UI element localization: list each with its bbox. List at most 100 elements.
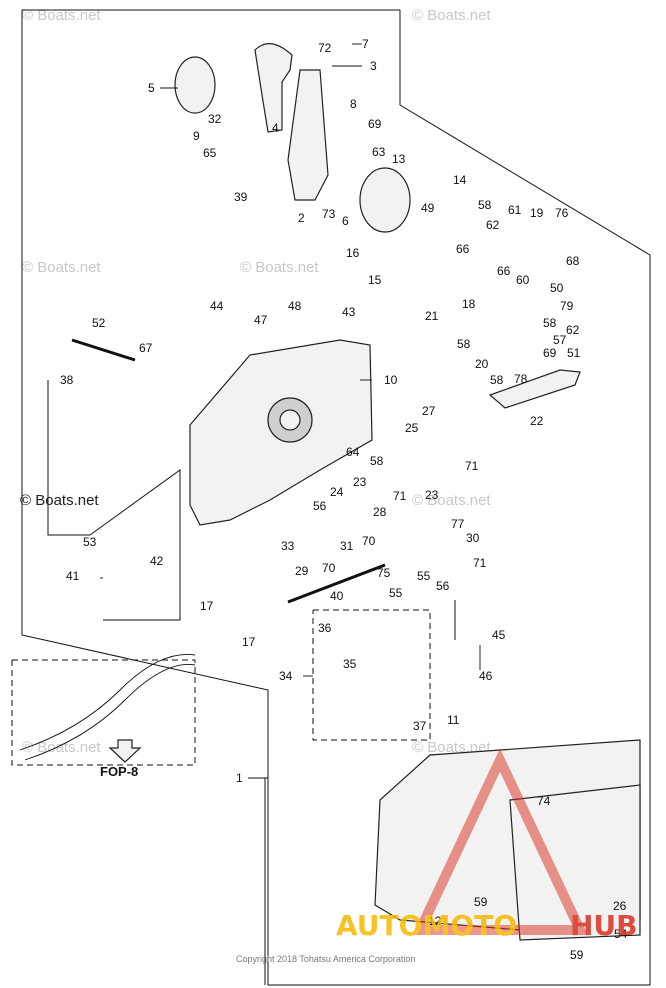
callout-17a: 17 (200, 599, 214, 613)
callout-53: 53 (83, 535, 97, 549)
callout-23a: 23 (353, 475, 367, 489)
callout-74: 74 (537, 794, 551, 808)
callout-56a: 56 (313, 499, 327, 513)
callout-54: 54 (614, 927, 628, 941)
callout-71b: 71 (393, 489, 407, 503)
reference-label: FOP-8 (100, 764, 138, 779)
callout-70b: 70 (362, 534, 376, 548)
watermark-dark-left: © Boats.net (20, 492, 99, 509)
callout-55a: 55 (417, 569, 431, 583)
callout-68: 68 (566, 254, 580, 268)
callout-40: 40 (330, 589, 344, 603)
callout-16: 16 (346, 246, 360, 260)
watermark-top-right: © Boats.net (412, 7, 491, 24)
callout-2: 2 (298, 211, 305, 225)
callout-11: 11 (447, 713, 460, 727)
callout-39: 39 (234, 190, 248, 204)
callout-36: 36 (318, 621, 332, 635)
callout-34: 34 (279, 669, 293, 683)
callout-51: 51 (567, 346, 581, 360)
callout-28: 28 (373, 505, 387, 519)
callout-3: 3 (370, 59, 377, 73)
control-box-hub-center (279, 409, 301, 431)
watermark-top-left: © Boats.net (22, 7, 101, 24)
fop-arrow (108, 739, 142, 763)
brand-text-1: AUTOMOTO (336, 909, 517, 942)
callout-67: 67 (139, 341, 153, 355)
callout-43: 43 (342, 305, 356, 319)
callout-58e: 58 (370, 454, 384, 468)
remote-cable-frame (11, 659, 196, 766)
callout-71a: 71 (465, 459, 479, 473)
callout-9: 9 (193, 129, 200, 143)
callout-64: 64 (346, 445, 360, 459)
callout-38: 38 (60, 373, 74, 387)
cover-plate (509, 784, 641, 941)
remote-cable (19, 654, 196, 751)
callout-26: 26 (613, 899, 627, 913)
callout-14: 14 (453, 173, 467, 187)
watermark-lower-left: © Boats.net (22, 739, 101, 756)
gear-plate (359, 167, 411, 233)
callout-45: 45 (492, 628, 506, 642)
callout-58d: 58 (490, 373, 504, 387)
callout-10: 10 (384, 373, 398, 387)
callout-20: 20 (475, 357, 489, 371)
callout-49: 49 (421, 201, 435, 215)
callout-46: 46 (479, 669, 493, 683)
callout-24: 24 (330, 485, 344, 499)
long-shaft (287, 563, 386, 604)
brand-logo: AUTOMOTO HUB (336, 748, 638, 942)
callout-76: 76 (555, 206, 569, 220)
switch-box-frame (47, 380, 181, 621)
brand-triangle-icon (412, 748, 588, 935)
callout-59a: 59 (474, 895, 488, 909)
leader-lines (100, 43, 481, 779)
callout-29: 29 (295, 564, 309, 578)
callout-63: 63 (372, 145, 386, 159)
callout-78: 78 (514, 372, 528, 386)
callout-61: 61 (508, 203, 522, 217)
callout-70a: 70 (322, 561, 336, 575)
callout-1: 1 (236, 771, 243, 785)
callout-33: 33 (281, 539, 295, 553)
watermark-mid-left: © Boats.net (22, 259, 101, 276)
callout-22: 22 (530, 414, 544, 428)
callout-35: 35 (343, 657, 357, 671)
callout-71c: 71 (473, 556, 487, 570)
callout-72: 72 (318, 41, 332, 55)
callout-50: 50 (550, 281, 564, 295)
callout-60: 60 (516, 273, 530, 287)
callout-31: 31 (340, 539, 354, 553)
callout-77: 77 (451, 517, 465, 531)
callout-66b: 66 (497, 264, 511, 278)
callout-25: 25 (405, 421, 419, 435)
callout-6: 6 (342, 214, 349, 228)
callout-13: 13 (392, 152, 406, 166)
callout-8: 8 (350, 97, 357, 111)
watermark-center-right: © Boats.net (412, 492, 491, 509)
callout-30: 30 (466, 531, 480, 545)
callout-21: 21 (425, 309, 439, 323)
lever-arm (488, 369, 581, 409)
brand-text-2: HUB (570, 909, 638, 942)
callout-18: 18 (462, 297, 476, 311)
callout-5: 5 (148, 81, 155, 95)
callout-58b: 58 (543, 316, 557, 330)
copyright: Copyright 2018 Tohatsu America Corporati… (236, 954, 415, 964)
callout-37: 37 (413, 719, 427, 733)
callout-32: 32 (208, 112, 222, 126)
callout-41: 41 (66, 569, 80, 583)
callout-47: 47 (254, 313, 268, 327)
callout-23b: 23 (425, 488, 439, 502)
callout-48: 48 (288, 299, 302, 313)
callout-66a: 66 (456, 242, 470, 256)
callout-79: 79 (560, 299, 574, 313)
callout-58a: 58 (478, 198, 492, 212)
callout-55b: 55 (389, 586, 403, 600)
callout-44: 44 (210, 299, 224, 313)
callout-labels: 1 2 3 4 5 6 7 8 9 10 11 12 13 14 15 16 1… (60, 37, 628, 962)
callout-15: 15 (368, 273, 382, 287)
callout-7: 7 (362, 37, 369, 51)
callout-62a: 62 (486, 218, 500, 232)
